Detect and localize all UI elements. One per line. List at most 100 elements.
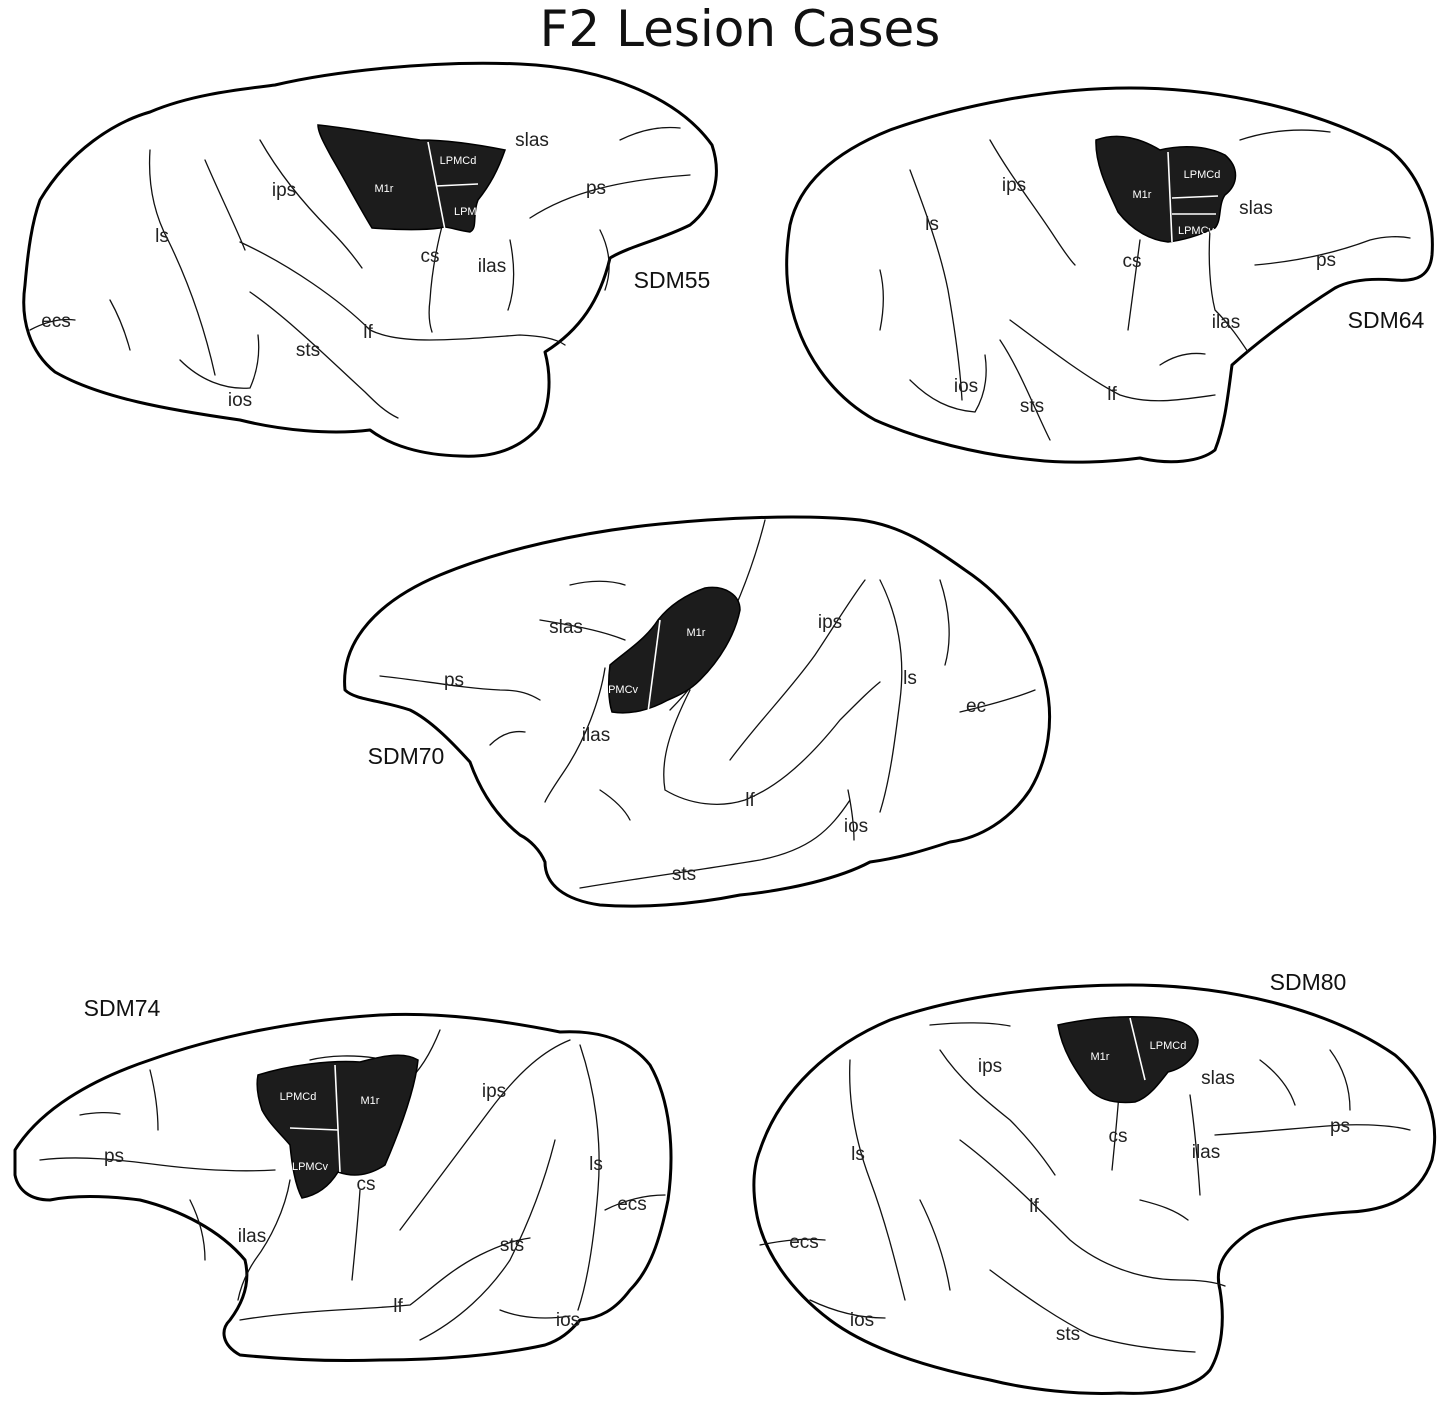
region-divider (289, 1064, 341, 1173)
sulcus-ps (1254, 236, 1411, 266)
sulcus-ilas (237, 1179, 291, 1301)
region-label-m1r: M1r (687, 627, 706, 639)
sulcus-ps (39, 1157, 276, 1172)
sulcus-extra-c (599, 789, 631, 821)
sulcus-lf (959, 1139, 1226, 1287)
sulcus-cs (1127, 239, 1141, 331)
region-label-lpmcv: LPMCv (292, 1161, 329, 1173)
sulcus-ios (809, 1299, 886, 1319)
sulcus-extra-a (204, 159, 246, 251)
case-label: SDM74 (84, 995, 161, 1021)
sulcus-ecs (604, 1194, 666, 1211)
sulcus-ps (379, 675, 541, 701)
label-cs: cs (357, 1174, 376, 1195)
label-ios: ios (954, 376, 978, 397)
region-divider (427, 141, 479, 231)
sulcus-sts (579, 799, 851, 889)
sulcus-cs (351, 1189, 361, 1281)
brain-outline (22, 61, 718, 458)
sulcus-sts (419, 1139, 556, 1341)
label-ios: ios (844, 816, 868, 837)
label-ios: ios (228, 390, 252, 411)
sulcus-ls (849, 1059, 906, 1301)
sulcus-extra-b (1159, 352, 1206, 366)
case-label: SDM64 (1348, 307, 1425, 333)
label-ps: ps (1330, 1116, 1350, 1137)
label-ips: ips (978, 1056, 1002, 1077)
brain-sdm74: LPMCd M1r LPMCv ips ps cs ls ecs ilas st… (13, 995, 673, 1363)
sulcus-sts (989, 1269, 1196, 1353)
brain-sdm80: M1r LPMCd ips slas cs ps ls ilas lf ecs … (752, 969, 1437, 1395)
label-ecs: ecs (41, 311, 71, 332)
label-ps: ps (586, 178, 606, 199)
label-lf: lf (745, 790, 755, 811)
label-ios: ios (850, 1310, 874, 1331)
region-label-lpmcv: LPMCv (602, 684, 639, 696)
sulcus-extra-c (1329, 1049, 1351, 1111)
label-slas: slas (1239, 198, 1273, 219)
label-ps: ps (1316, 250, 1336, 271)
sulcus-ios (909, 354, 987, 413)
label-ls: ls (925, 214, 939, 235)
region-label-lpmcd: LPMCd (280, 1091, 317, 1103)
sulcus-ips (989, 139, 1076, 266)
lesion-area (317, 124, 506, 233)
region-divider (647, 619, 661, 713)
label-slas: slas (1201, 1068, 1235, 1089)
region-label-lpmcd: LPMCd (440, 155, 477, 167)
sulcus-ls (909, 169, 963, 401)
label-lf: lf (1107, 384, 1117, 405)
sulcus-extra-b (109, 299, 131, 351)
lesion-area (1095, 135, 1237, 243)
region-label-lpmcv: LPMCv (454, 206, 491, 218)
label-ilas: ilas (1192, 1142, 1221, 1163)
label-ios: ios (556, 1310, 580, 1331)
label-ips: ips (1002, 175, 1026, 196)
label-slas: slas (515, 130, 549, 151)
sulcus-ios (499, 1309, 571, 1319)
brain-outline (752, 983, 1437, 1395)
brain-sdm55: M1r LPMCd LPMCv slas ps ips ls cs ilas e… (22, 61, 718, 458)
label-cs: cs (1123, 251, 1142, 272)
sulcus-ls (879, 579, 903, 813)
region-label-lpmcd: LPMCd (1150, 1040, 1187, 1052)
brain-outline (785, 86, 1434, 464)
label-cs: cs (1109, 1126, 1128, 1147)
sulcus-extra-e (569, 580, 626, 586)
sulcus-ios (847, 789, 855, 841)
sulcus-lf (239, 241, 566, 346)
sulcus-extra-d (939, 579, 950, 666)
sulcus-extra-a (1239, 129, 1331, 141)
label-ecs: ecs (617, 1194, 647, 1215)
sulcus-extra-c (189, 1199, 206, 1261)
label-ls: ls (589, 1154, 603, 1175)
lesion-area (607, 586, 741, 714)
label-sts: sts (296, 340, 320, 361)
sulcus-ips (729, 579, 866, 761)
sulcus-ecs (759, 1238, 826, 1246)
label-sts: sts (1020, 396, 1044, 417)
lesion-area (1057, 1016, 1199, 1104)
label-ilas: ilas (478, 256, 507, 277)
label-ls: ls (903, 668, 917, 689)
label-sts: sts (672, 864, 696, 885)
region-label-lpmcd: LPMCd (1184, 169, 1221, 181)
brain-outline (13, 1012, 673, 1363)
region-divider (1129, 1017, 1146, 1081)
label-ips: ips (482, 1081, 506, 1102)
region-label-m1r: M1r (1091, 1051, 1110, 1063)
sulcus-extra-b (1259, 1059, 1296, 1106)
label-lf: lf (1029, 1196, 1039, 1217)
label-ilas: ilas (238, 1226, 267, 1247)
label-ips: ips (818, 612, 842, 633)
label-ls: ls (851, 1144, 865, 1165)
sulcus-ilas (1189, 1094, 1201, 1196)
sulcus-cs (428, 214, 446, 333)
label-ps: ps (104, 1146, 124, 1167)
region-label-m1r: M1r (1133, 189, 1152, 201)
label-cs: cs (421, 246, 440, 267)
sulcus-ilas (544, 667, 606, 803)
label-ips: ips (272, 180, 296, 201)
region-label-m1r: M1r (375, 183, 394, 195)
